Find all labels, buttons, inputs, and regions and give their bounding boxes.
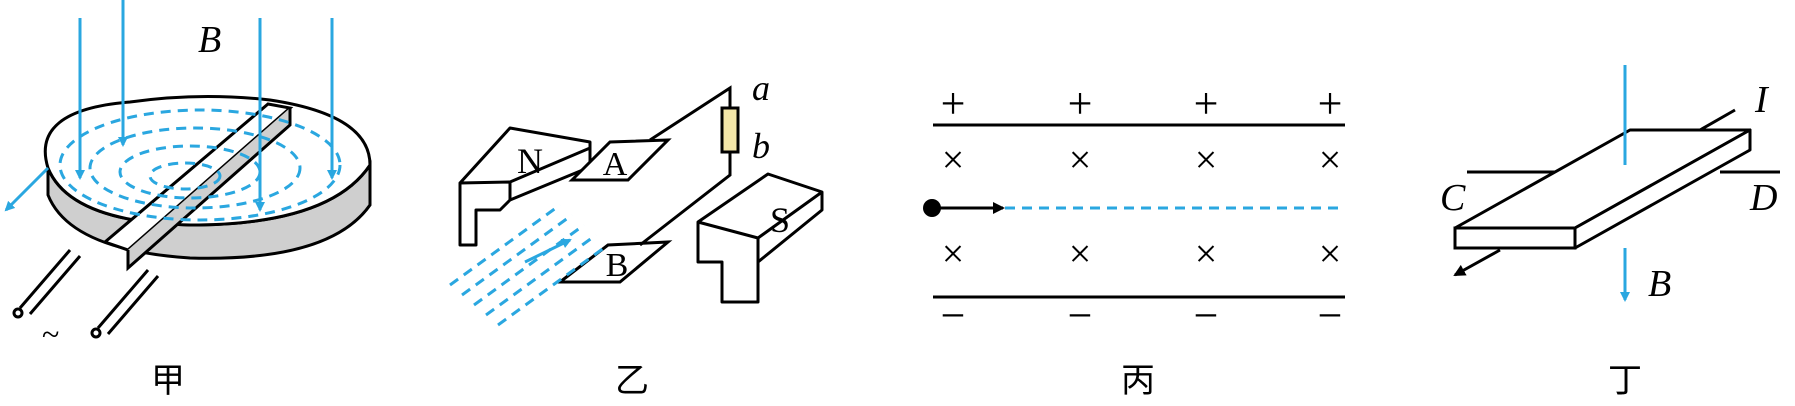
- current-arrow: [1453, 248, 1501, 277]
- plus-sign: +: [1068, 79, 1093, 128]
- cross-mark: ×: [1319, 137, 1342, 182]
- cross-mark: ×: [1195, 137, 1218, 182]
- ac-leads: [12, 249, 160, 339]
- minus-sign: −: [1068, 291, 1093, 340]
- cross-mark: ×: [1319, 231, 1342, 276]
- field-label-jia: B: [198, 19, 221, 61]
- field-label-ding: B: [1648, 263, 1671, 305]
- plus-sign: +: [941, 79, 966, 128]
- top-signs: + + + +: [941, 79, 1343, 128]
- cross-mark: ×: [1069, 137, 1092, 182]
- particle: [923, 199, 941, 217]
- circuit-wires: [639, 85, 732, 247]
- left-terminal-label: C: [1440, 177, 1466, 219]
- magnet-n: [458, 126, 592, 247]
- plate-b: [555, 240, 673, 284]
- resistor: [720, 106, 740, 154]
- cross-mark: ×: [942, 137, 965, 182]
- terminal-b-label: b: [752, 126, 770, 166]
- plate-a: [568, 138, 672, 182]
- panel-bing: + + + + − − − − × × × × × × × × 丙: [923, 79, 1345, 401]
- plate-a-label: A: [603, 146, 628, 183]
- magnet-s: [696, 172, 824, 304]
- plate-b-label: B: [606, 247, 629, 284]
- ac-symbol: ~: [42, 316, 59, 352]
- cross-mark: ×: [942, 231, 965, 276]
- plasma-stream: [449, 203, 609, 327]
- bottom-signs: − − − −: [941, 291, 1343, 340]
- slab-front: [1453, 226, 1577, 250]
- slab-side: [1573, 128, 1752, 250]
- right-terminal-label: D: [1749, 177, 1777, 219]
- cross-mark: ×: [1069, 231, 1092, 276]
- terminal-a-label: a: [752, 68, 770, 108]
- caption-ding: 丁: [1608, 361, 1642, 401]
- panel-ding: I C D B 丁: [1440, 65, 1780, 401]
- panel-yi: N A B S a b 乙: [449, 68, 824, 401]
- plus-sign: +: [1318, 79, 1343, 128]
- caption-bing: 丙: [1121, 361, 1155, 401]
- field-crosses: × × × × × × × ×: [942, 137, 1342, 276]
- panel-jia: B ~ 甲: [4, 0, 372, 401]
- magnet-n-label: N: [517, 141, 543, 181]
- field-arrows-jia: [4, 0, 337, 212]
- minus-sign: −: [1318, 291, 1343, 340]
- cross-mark: ×: [1195, 231, 1218, 276]
- current-wire: [1699, 108, 1736, 132]
- magnet-s-label: S: [770, 200, 790, 240]
- plus-sign: +: [1194, 79, 1219, 128]
- current-label: I: [1754, 79, 1770, 121]
- minus-sign: −: [1194, 291, 1219, 340]
- caption-jia: 甲: [151, 361, 185, 401]
- minus-sign: −: [941, 291, 966, 340]
- caption-yi: 乙: [615, 361, 649, 401]
